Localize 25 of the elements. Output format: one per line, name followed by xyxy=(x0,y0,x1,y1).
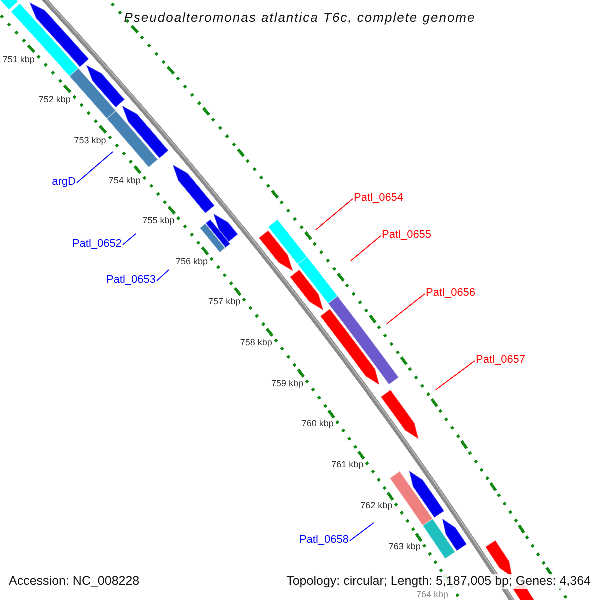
tick-label: 753 kbp xyxy=(74,135,106,146)
gene-label: Patl_0653 xyxy=(106,273,156,287)
gene-label: Patl_0658 xyxy=(299,533,349,547)
tick-label: 760 kbp xyxy=(302,418,334,430)
tick-label: 751 kbp xyxy=(2,54,35,66)
tick-label: 759 kbp xyxy=(271,378,304,390)
gene-label: Patl_0657 xyxy=(476,353,526,367)
gene-label: Patl_0652 xyxy=(72,237,122,251)
tick-label: 752 kbp xyxy=(38,94,71,106)
tick-label: 761 kbp xyxy=(332,460,364,471)
gene-label: Patl_0654 xyxy=(354,191,404,205)
tick-label: 755 kbp xyxy=(142,216,175,227)
gene-label: argD xyxy=(52,175,76,189)
gene-label: Patl_0656 xyxy=(426,286,476,300)
title: Pseudoalteromonas atlantica T6c, complete genome xyxy=(123,9,477,27)
tick-label: 757 kbp xyxy=(208,296,241,308)
tick-label: 756 kbp xyxy=(176,256,208,268)
tick-label: 763 kbp xyxy=(388,542,421,553)
gene-label: Patl_0655 xyxy=(382,228,432,242)
tick-label: 762 kbp xyxy=(360,500,393,512)
tick-label: 754 kbp xyxy=(108,175,141,186)
accession-text: Accession: NC_008228 xyxy=(9,574,140,589)
tick-label: 764 kbp xyxy=(416,590,449,600)
genome-info-text: Topology: circular; Length: 5,187,005 bp; Genes: 4,364 xyxy=(286,574,591,589)
tick-label: 758 kbp xyxy=(240,337,272,348)
